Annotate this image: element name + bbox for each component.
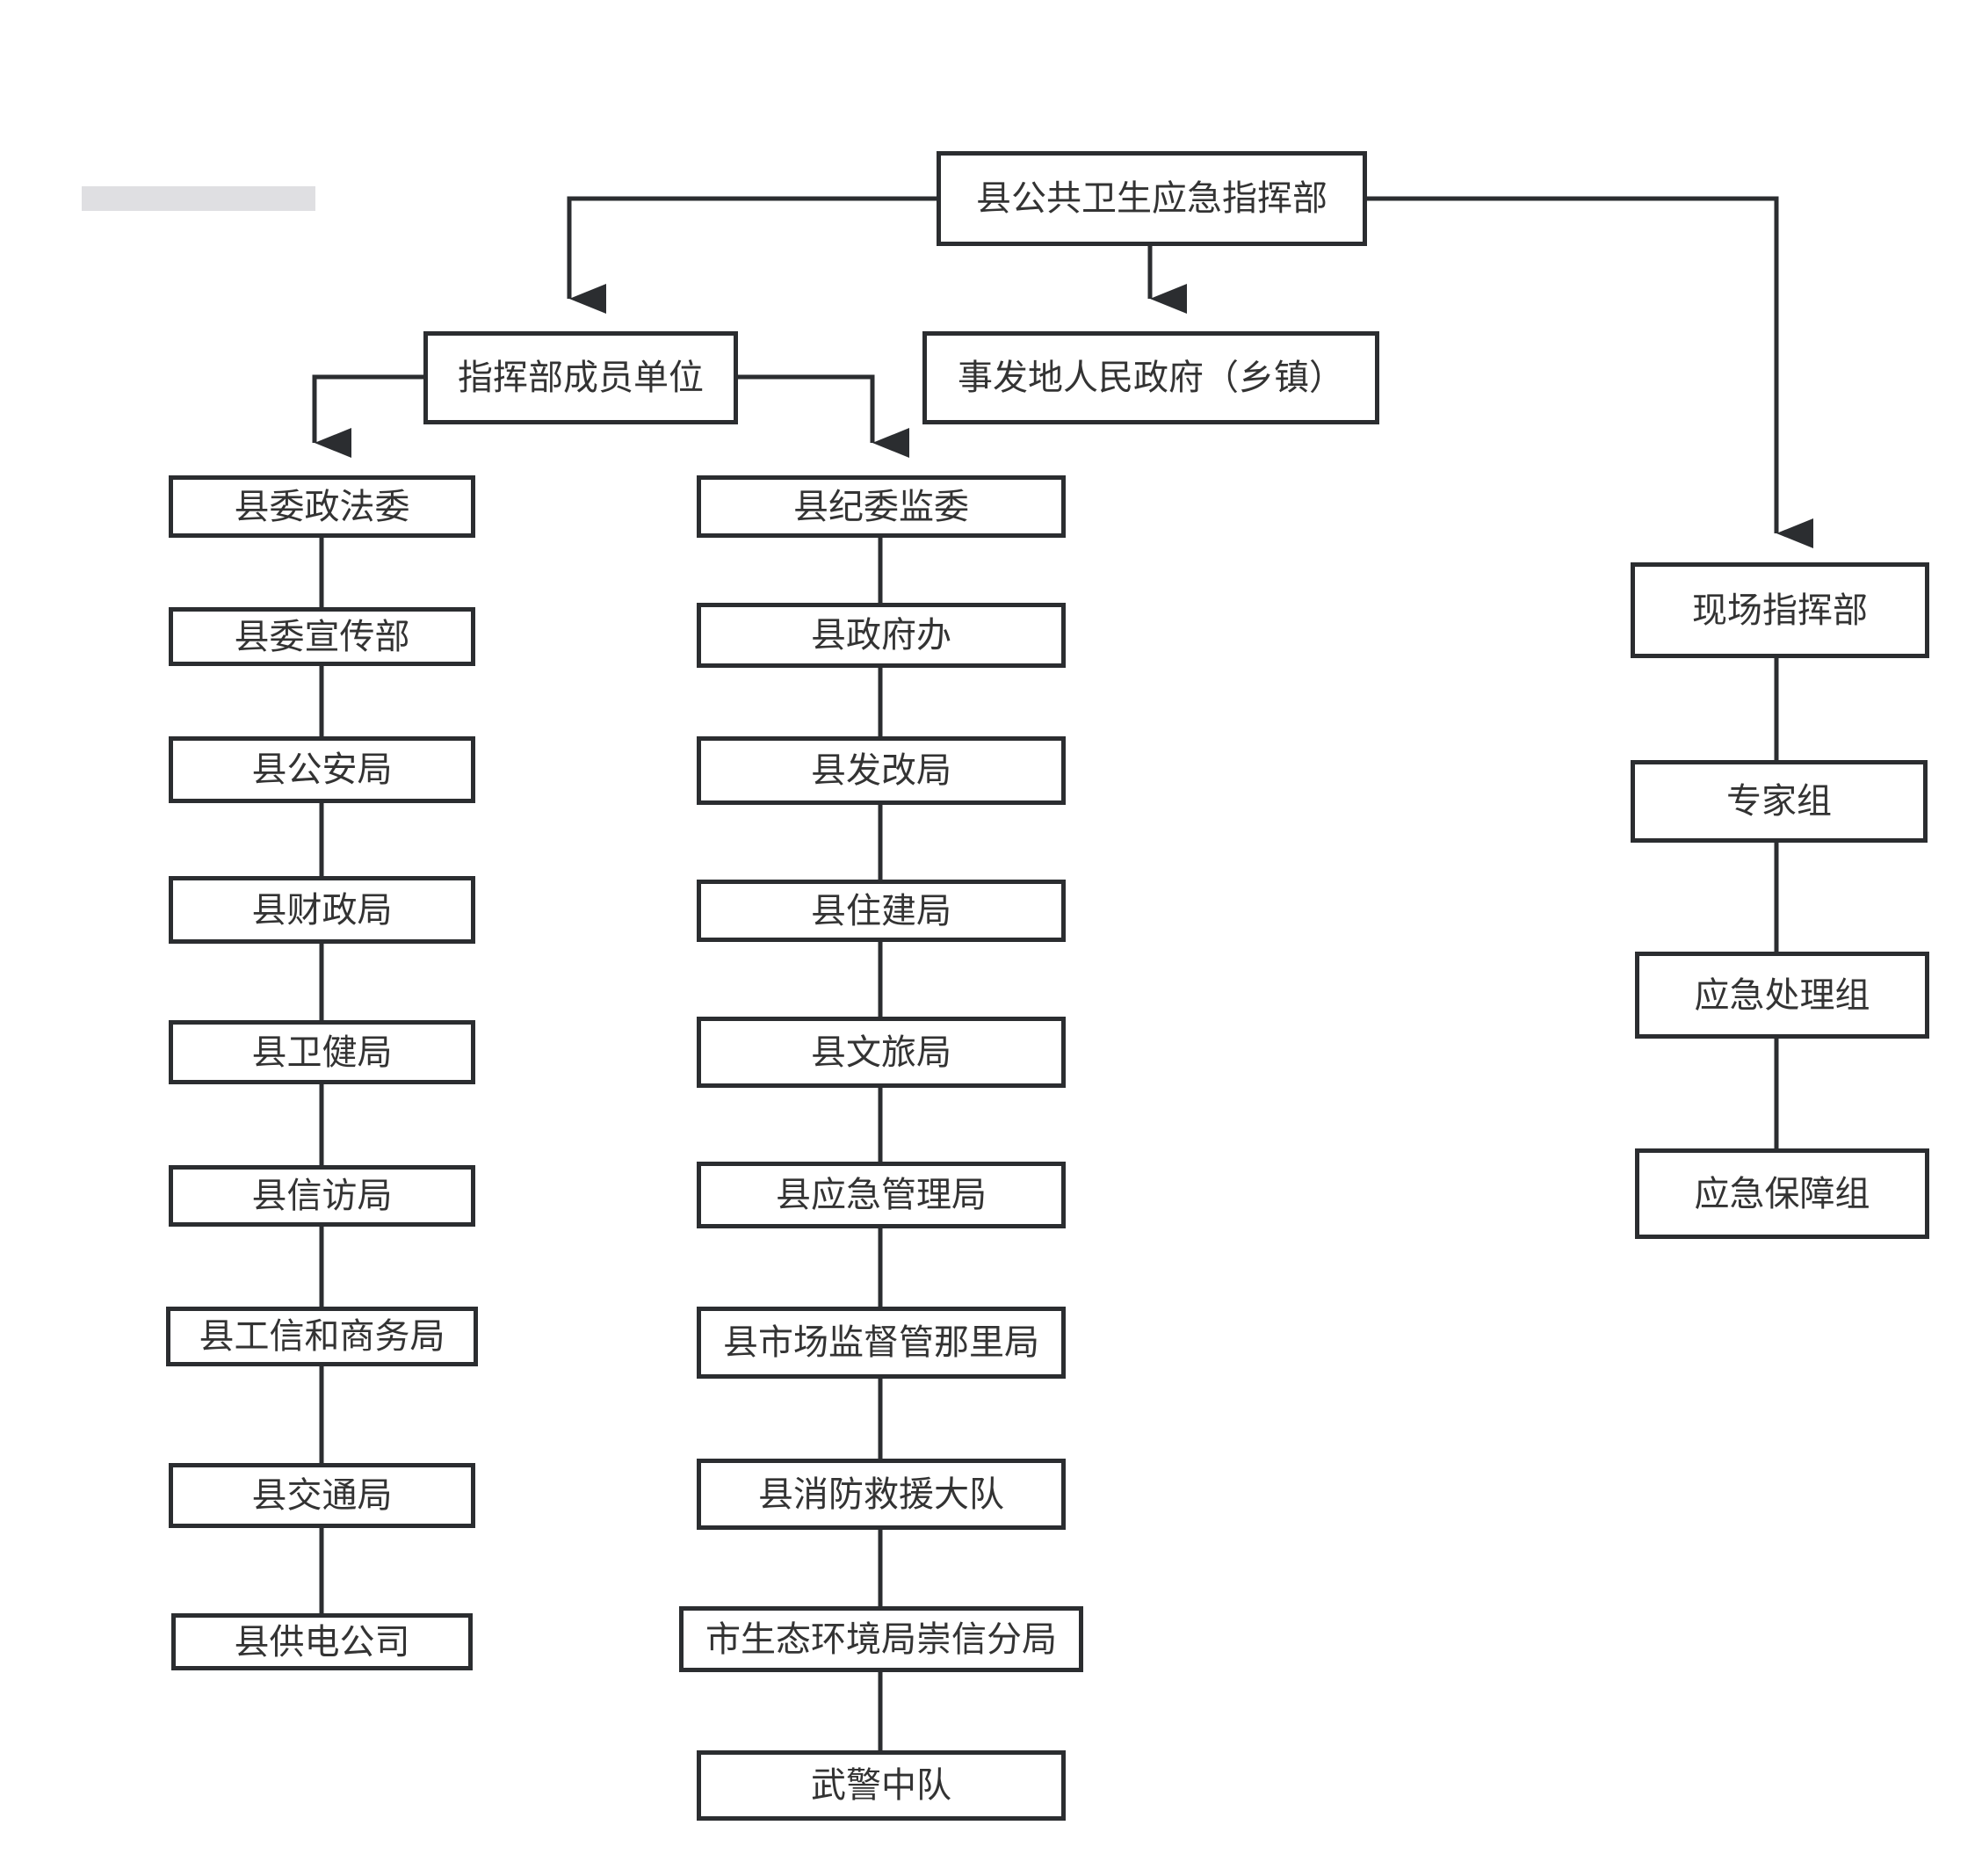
node-right-unit-4: 县住建局	[697, 880, 1066, 942]
node-left-unit-5: 县卫健局	[169, 1020, 475, 1084]
edge-root-to-field-command	[1364, 196, 1813, 548]
node-right-unit-1: 县纪委监委	[697, 475, 1066, 538]
node-right-unit-5: 县文旅局	[697, 1017, 1066, 1088]
node-left-unit-1: 县委政法委	[169, 475, 475, 538]
node-expert-group: 专家组	[1631, 760, 1928, 843]
node-left-unit-9: 县供电公司	[171, 1613, 473, 1670]
node-left-unit-7: 县工信和商务局	[166, 1307, 478, 1366]
node-command-headquarters: 县公共卫生应急指挥部	[937, 151, 1367, 246]
edge-members-to-right-column	[736, 374, 909, 458]
node-left-unit-6: 县信访局	[169, 1165, 475, 1227]
node-left-unit-3: 县公安局	[169, 736, 475, 803]
node-emergency-support-group: 应急保障组	[1635, 1148, 1929, 1239]
node-member-units: 指挥部成员单位	[423, 331, 738, 424]
node-right-unit-7: 县市场监督管那里局	[697, 1307, 1066, 1379]
node-right-unit-2: 县政府办	[697, 603, 1066, 668]
node-right-unit-3: 县发改局	[697, 736, 1066, 805]
edge-root-to-members	[567, 196, 937, 314]
node-field-command: 现场指挥部	[1631, 562, 1929, 658]
edge-members-to-left-column	[312, 374, 423, 458]
node-emergency-response-group: 应急处理组	[1635, 952, 1929, 1039]
node-right-unit-6: 县应急管理局	[697, 1162, 1066, 1228]
node-left-unit-2: 县委宣传部	[169, 607, 475, 666]
node-right-unit-8: 县消防救援大队	[697, 1459, 1066, 1530]
node-local-government: 事发地人民政府（乡镇）	[922, 331, 1379, 424]
node-left-unit-8: 县交通局	[169, 1463, 475, 1528]
node-right-unit-10: 武警中队	[697, 1750, 1066, 1821]
node-right-unit-9: 市生态环境局崇信分局	[679, 1606, 1083, 1672]
placeholder-bar	[82, 186, 315, 211]
node-left-unit-4: 县财政局	[169, 876, 475, 944]
